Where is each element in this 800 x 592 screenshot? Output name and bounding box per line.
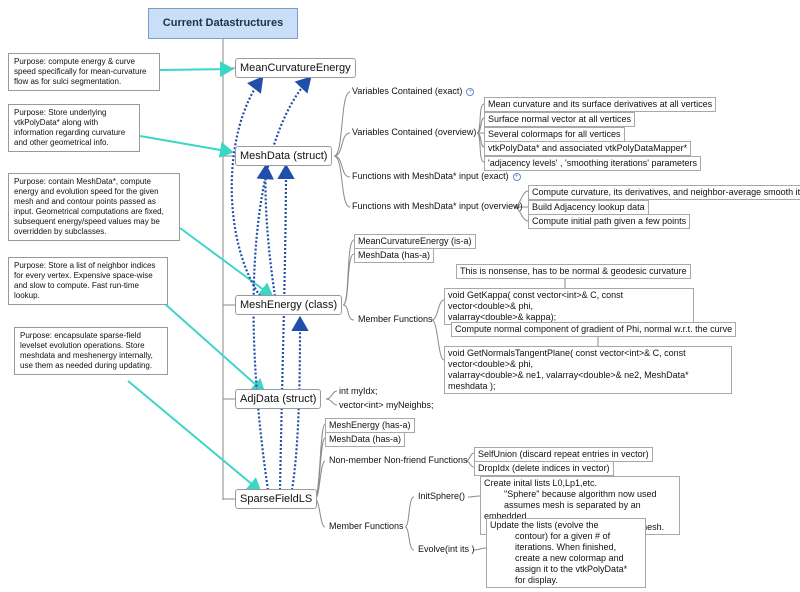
var-item: Surface normal vector at all vertices — [484, 112, 636, 127]
sparse-hasa-meshdata: MeshData (has-a) — [325, 432, 406, 447]
method-evolve: Evolve(int its ) — [418, 544, 475, 554]
var-item: vtkPolyData* and associated vtkPolyDataM… — [484, 141, 692, 156]
sparse-member-functions[interactable]: Member Functions — [329, 521, 404, 531]
meshenergy-isa: MeanCurvatureEnergy (is-a) — [354, 234, 476, 249]
node-meshenergy[interactable]: MeshEnergy (class) — [235, 295, 343, 315]
callout-purpose-meshenergy: Purpose: contain MeshData*, compute ener… — [8, 173, 180, 241]
expand-icon[interactable]: + — [512, 172, 521, 181]
callout-arrow-1 — [159, 61, 234, 78]
meshdata-funcs-exact[interactable]: Functions with MeshData* input (exact)+ — [350, 171, 523, 182]
method-initsphere: InitSphere() — [418, 491, 466, 501]
func-item: Build Adjacency lookup data — [528, 200, 649, 215]
sparse-hasa-meshenergy: MeshEnergy (has-a) — [325, 418, 415, 433]
adjdata-field-myneighbs: vector<int> myNeighbs; — [339, 400, 434, 410]
adjdata-field-myidx: int myIdx; — [339, 386, 378, 396]
node-meshdata[interactable]: MeshData (struct) — [235, 146, 333, 166]
meshdata-vars-exact-label: Variables Contained (exact) — [352, 86, 463, 96]
var-item: Mean curvature and its surface derivativ… — [484, 97, 717, 112]
method-getnormals: void GetNormalsTangentPlane( const vecto… — [444, 346, 732, 394]
expand-icon[interactable]: + — [466, 87, 475, 96]
meshenergy-hasa: MeshData (has-a) — [354, 248, 435, 263]
callout-arrow-2 — [139, 135, 234, 158]
node-adjdata[interactable]: AdjData (struct) — [235, 389, 322, 409]
func-selfunion: SelfUnion (discard repeat entries in vec… — [474, 447, 653, 462]
node-mean-curvature-energy[interactable]: MeanCurvatureEnergy — [235, 58, 356, 78]
note-normal-component: Compute normal component of gradient of … — [451, 322, 737, 337]
meshdata-funcs-overview[interactable]: Functions with MeshData* input (overview… — [352, 201, 523, 211]
callout-purpose-mce: Purpose: compute energy & curve speed sp… — [8, 53, 160, 91]
callout-purpose-meshdata: Purpose: Store underlying vtkPolyData* a… — [8, 104, 140, 152]
meshdata-funcs-exact-label: Functions with MeshData* input (exact) — [352, 171, 509, 181]
callout-arrow-5 — [127, 380, 262, 493]
meshdata-vars-exact[interactable]: Variables Contained (exact)+ — [350, 86, 476, 97]
meshenergy-member-functions[interactable]: Member Functions — [358, 314, 433, 324]
meshdata-vars-overview[interactable]: Variables Contained (overview) — [352, 127, 477, 137]
note-nonsense: This is nonsense, has to be normal & geo… — [456, 264, 691, 279]
dotted-arrow-energy-to-mce — [230, 76, 264, 297]
func-dropidx: DropIdx (delete indices in vector) — [474, 461, 614, 476]
callout-arrow-3 — [179, 227, 274, 298]
callout-arrow-4 — [155, 295, 266, 394]
callout-purpose-adjdata: Purpose: Store a list of neighbor indice… — [8, 257, 168, 305]
root-node[interactable]: Current Datastructures — [148, 8, 298, 39]
func-item: Compute curvature, its derivatives, and … — [528, 185, 800, 200]
node-sparsefieldls[interactable]: SparseFieldLS — [235, 489, 318, 509]
evolve-description: Update the lists (evolve the contour) fo… — [486, 518, 646, 588]
sparse-nonmember-functions[interactable]: Non-member Non-friend Functions — [329, 455, 468, 465]
func-item: Compute initial path given a few points — [528, 214, 691, 229]
callout-purpose-sparsefieldls: Purpose: encapsulate sparse-field levels… — [14, 327, 168, 375]
dotted-arrow-energy-to-meshdata — [256, 163, 277, 297]
dotted-arrow-sparse-to-meshdata — [277, 163, 295, 491]
var-item: 'adjacency levels' , 'smoothing iteratio… — [484, 156, 701, 171]
method-getkappa: void GetKappa( const vector<int>& C, con… — [444, 288, 694, 325]
var-item: Several colormaps for all vertices — [484, 127, 625, 142]
